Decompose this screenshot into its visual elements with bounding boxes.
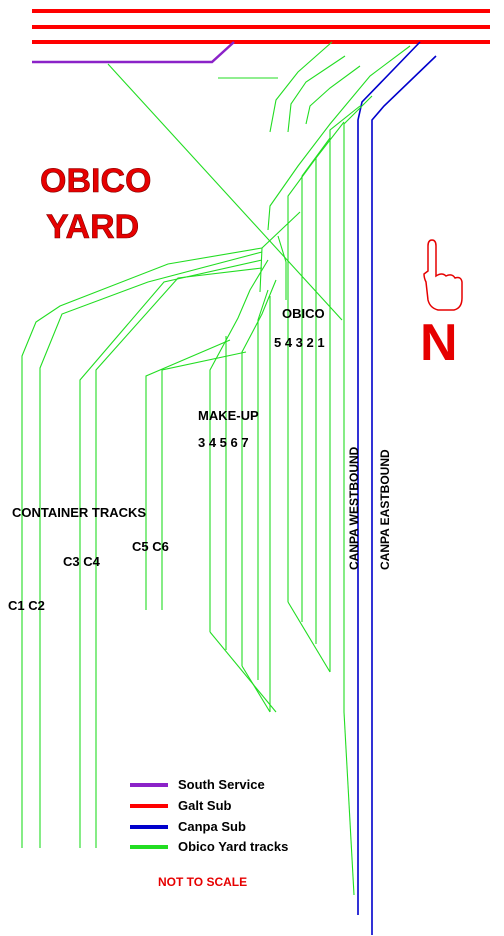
not-to-scale-note: NOT TO SCALE [158, 875, 247, 889]
legend-label-yard-tracks: Obico Yard tracks [178, 839, 288, 854]
title-obico: OBICO [40, 162, 151, 200]
galt-sub-lines [32, 9, 490, 44]
label-c1-c2: C1 C2 [8, 598, 45, 613]
label-canpa-eastbound: CANPA EASTBOUND [378, 449, 392, 570]
label-obico-tracks: 5 4 3 2 1 [274, 335, 325, 350]
label-container-tracks: CONTAINER TRACKS [12, 505, 146, 520]
south-service-line [32, 41, 235, 64]
label-c5-c6: C5 C6 [132, 539, 169, 554]
legend-label-canpa-sub: Canpa Sub [178, 819, 246, 834]
title-yard: YARD [46, 208, 139, 246]
label-makeup: MAKE-UP [198, 408, 259, 423]
label-makeup-tracks: 3 4 5 6 7 [198, 435, 249, 450]
pointing-hand-icon [423, 239, 463, 311]
yard-tracks [21, 41, 411, 896]
legend-label-south-service: South Service [178, 777, 265, 792]
north-letter: N [420, 314, 458, 372]
label-canpa-westbound: CANPA WESTBOUND [347, 446, 361, 570]
legend: South Service Galt Sub Canpa Sub Obico Y… [130, 777, 288, 889]
label-c3-c4: C3 C4 [63, 554, 101, 569]
legend-label-galt-sub: Galt Sub [178, 798, 232, 813]
canpa-sub-lines [357, 41, 437, 935]
label-obico: OBICO [282, 306, 325, 321]
